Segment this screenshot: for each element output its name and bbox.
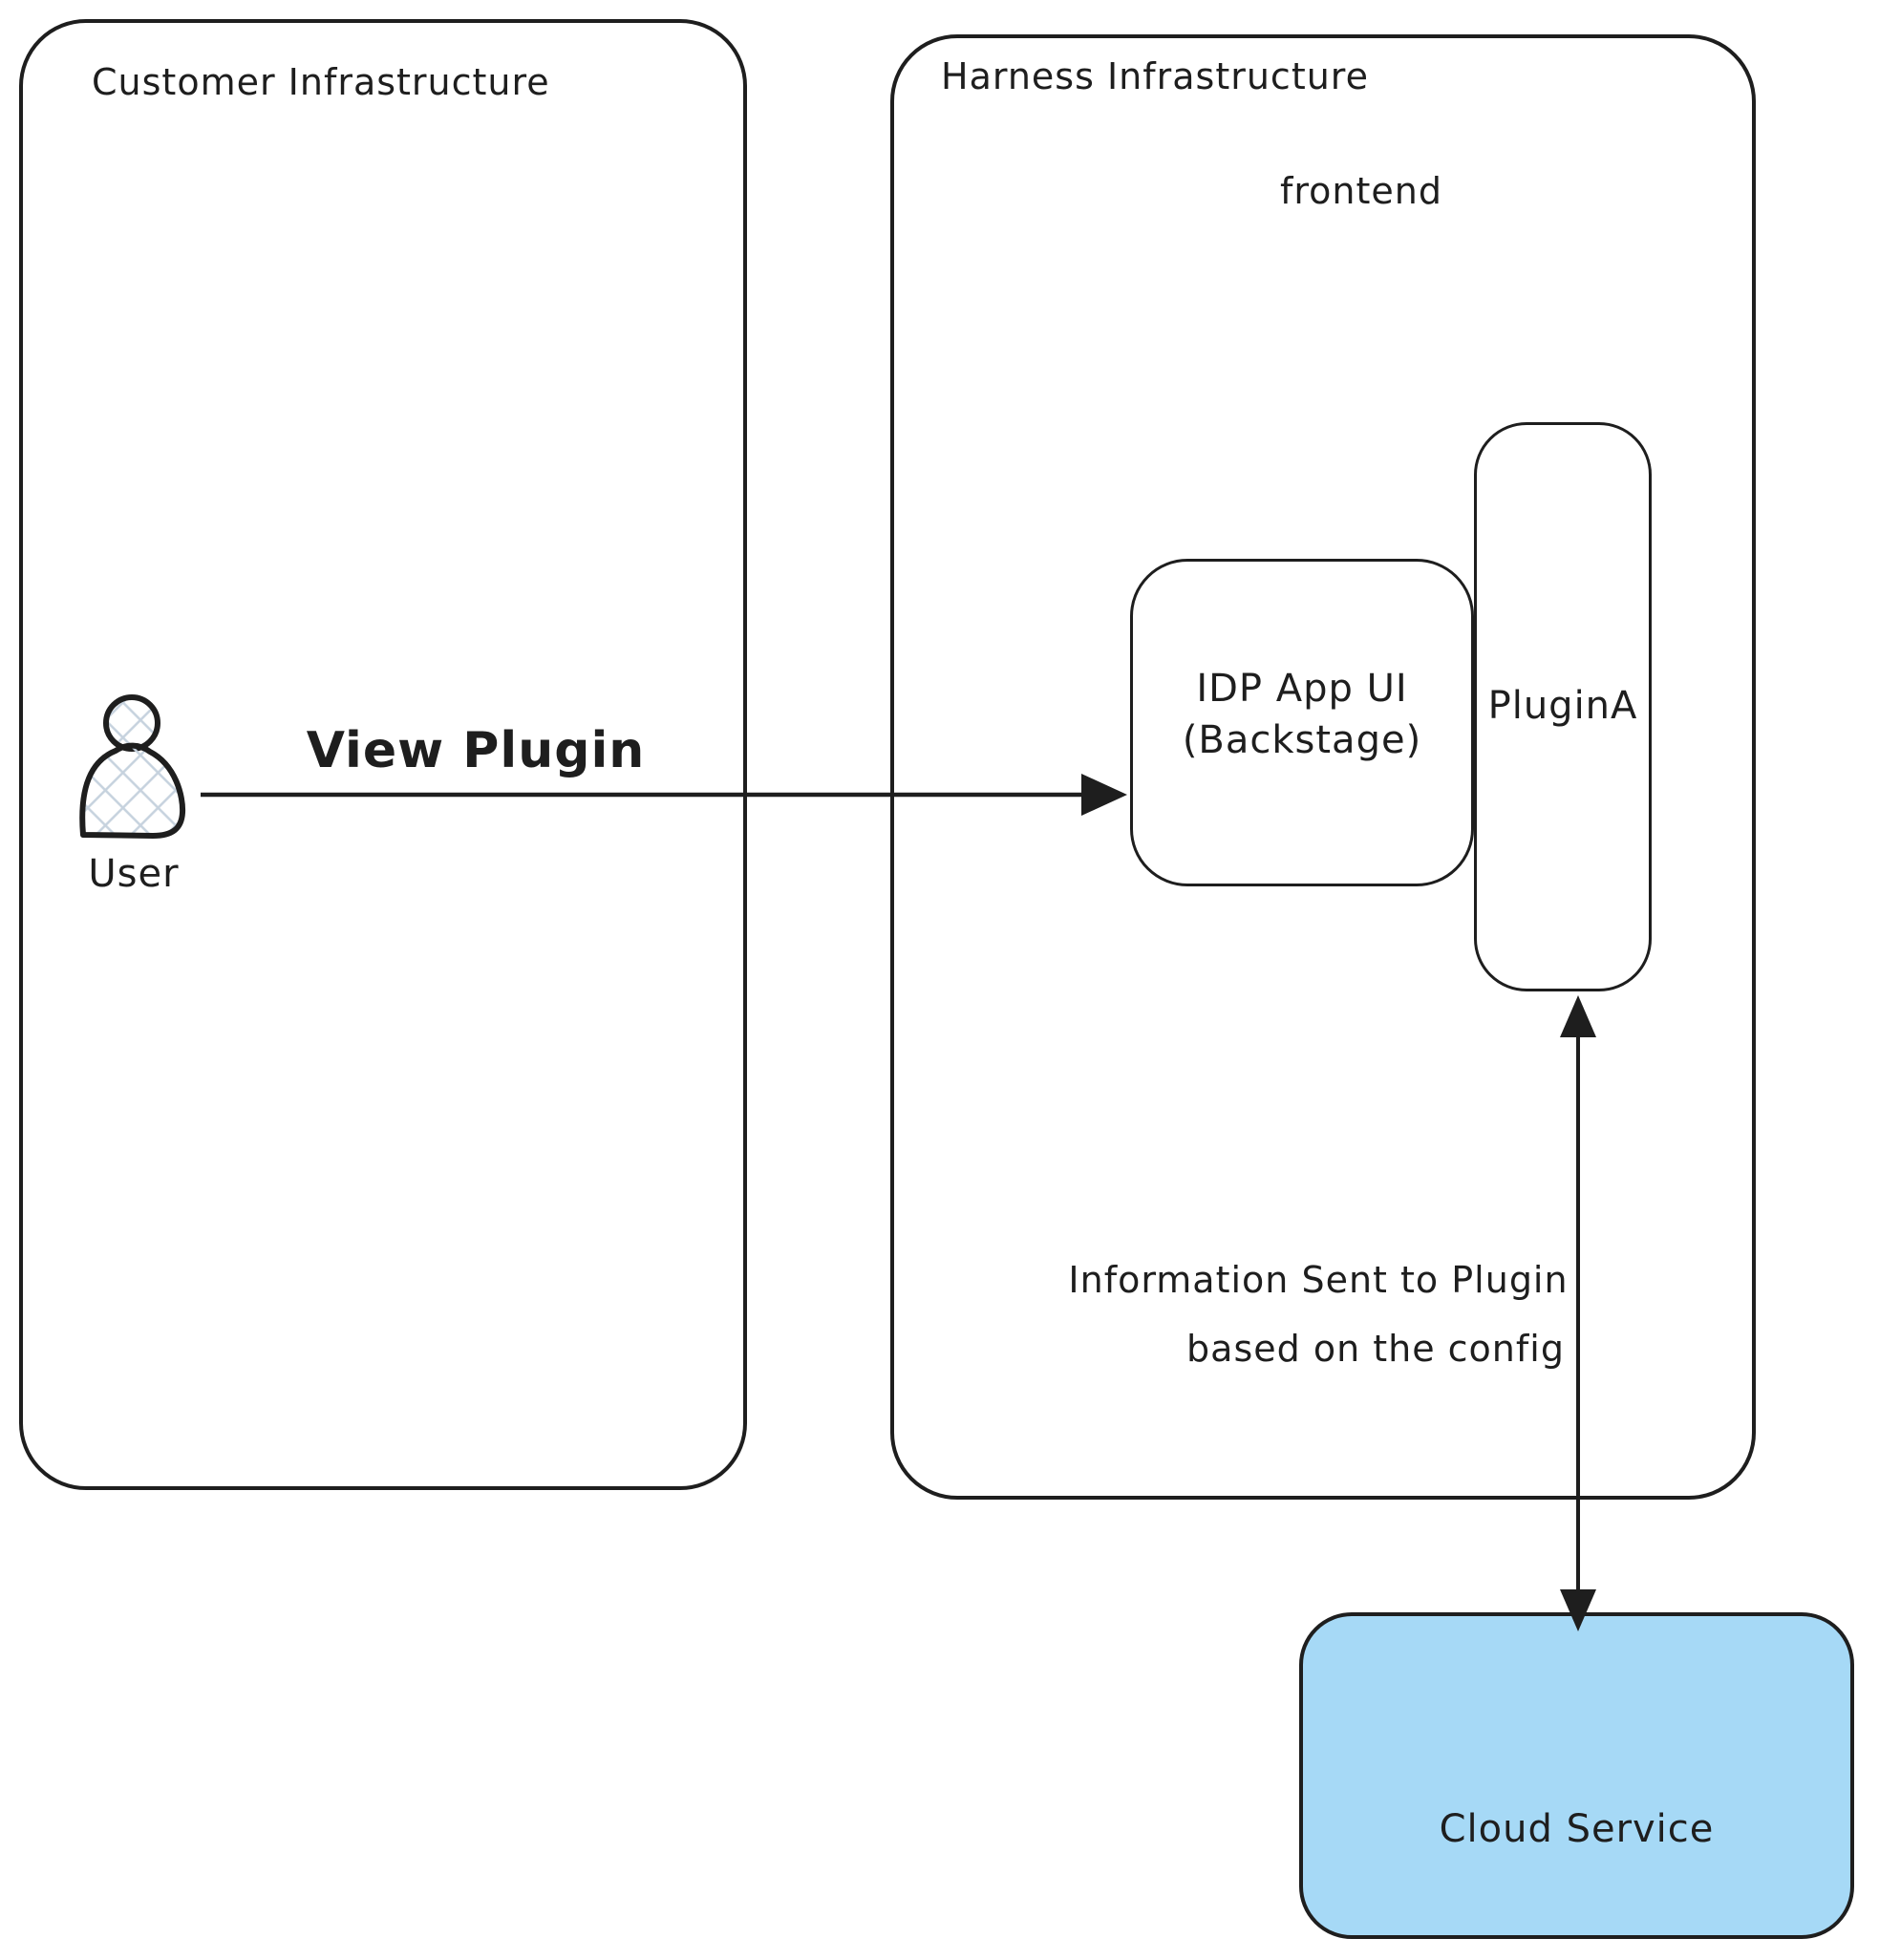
harness-infrastructure-title: Harness Infrastructure [941,55,1369,97]
info-arrow-label-line2: based on the config [1186,1328,1565,1370]
idp-app-ui-box [1130,559,1474,886]
harness-infrastructure-box [890,34,1756,1500]
idp-app-ui-title-line2: (Backstage) [1182,718,1422,762]
plugin-a-box [1474,422,1652,991]
cloud-service-label: Cloud Service [1439,1807,1715,1851]
customer-infrastructure-box [19,19,747,1490]
idp-app-ui-title-line1: IDP App UI [1196,667,1408,711]
idp-app-ui-title: IDP App UI (Backstage) [1130,663,1474,766]
plugin-a-label: PluginA [1487,684,1638,728]
info-arrow-label-line1: Information Sent to Plugin [1068,1259,1569,1301]
customer-infrastructure-title: Customer Infrastructure [92,61,550,103]
frontend-label: frontend [1280,170,1442,212]
view-plugin-arrow-label: View Plugin [306,722,646,779]
user-label: User [88,852,180,896]
cloud-service-box [1299,1612,1854,1939]
